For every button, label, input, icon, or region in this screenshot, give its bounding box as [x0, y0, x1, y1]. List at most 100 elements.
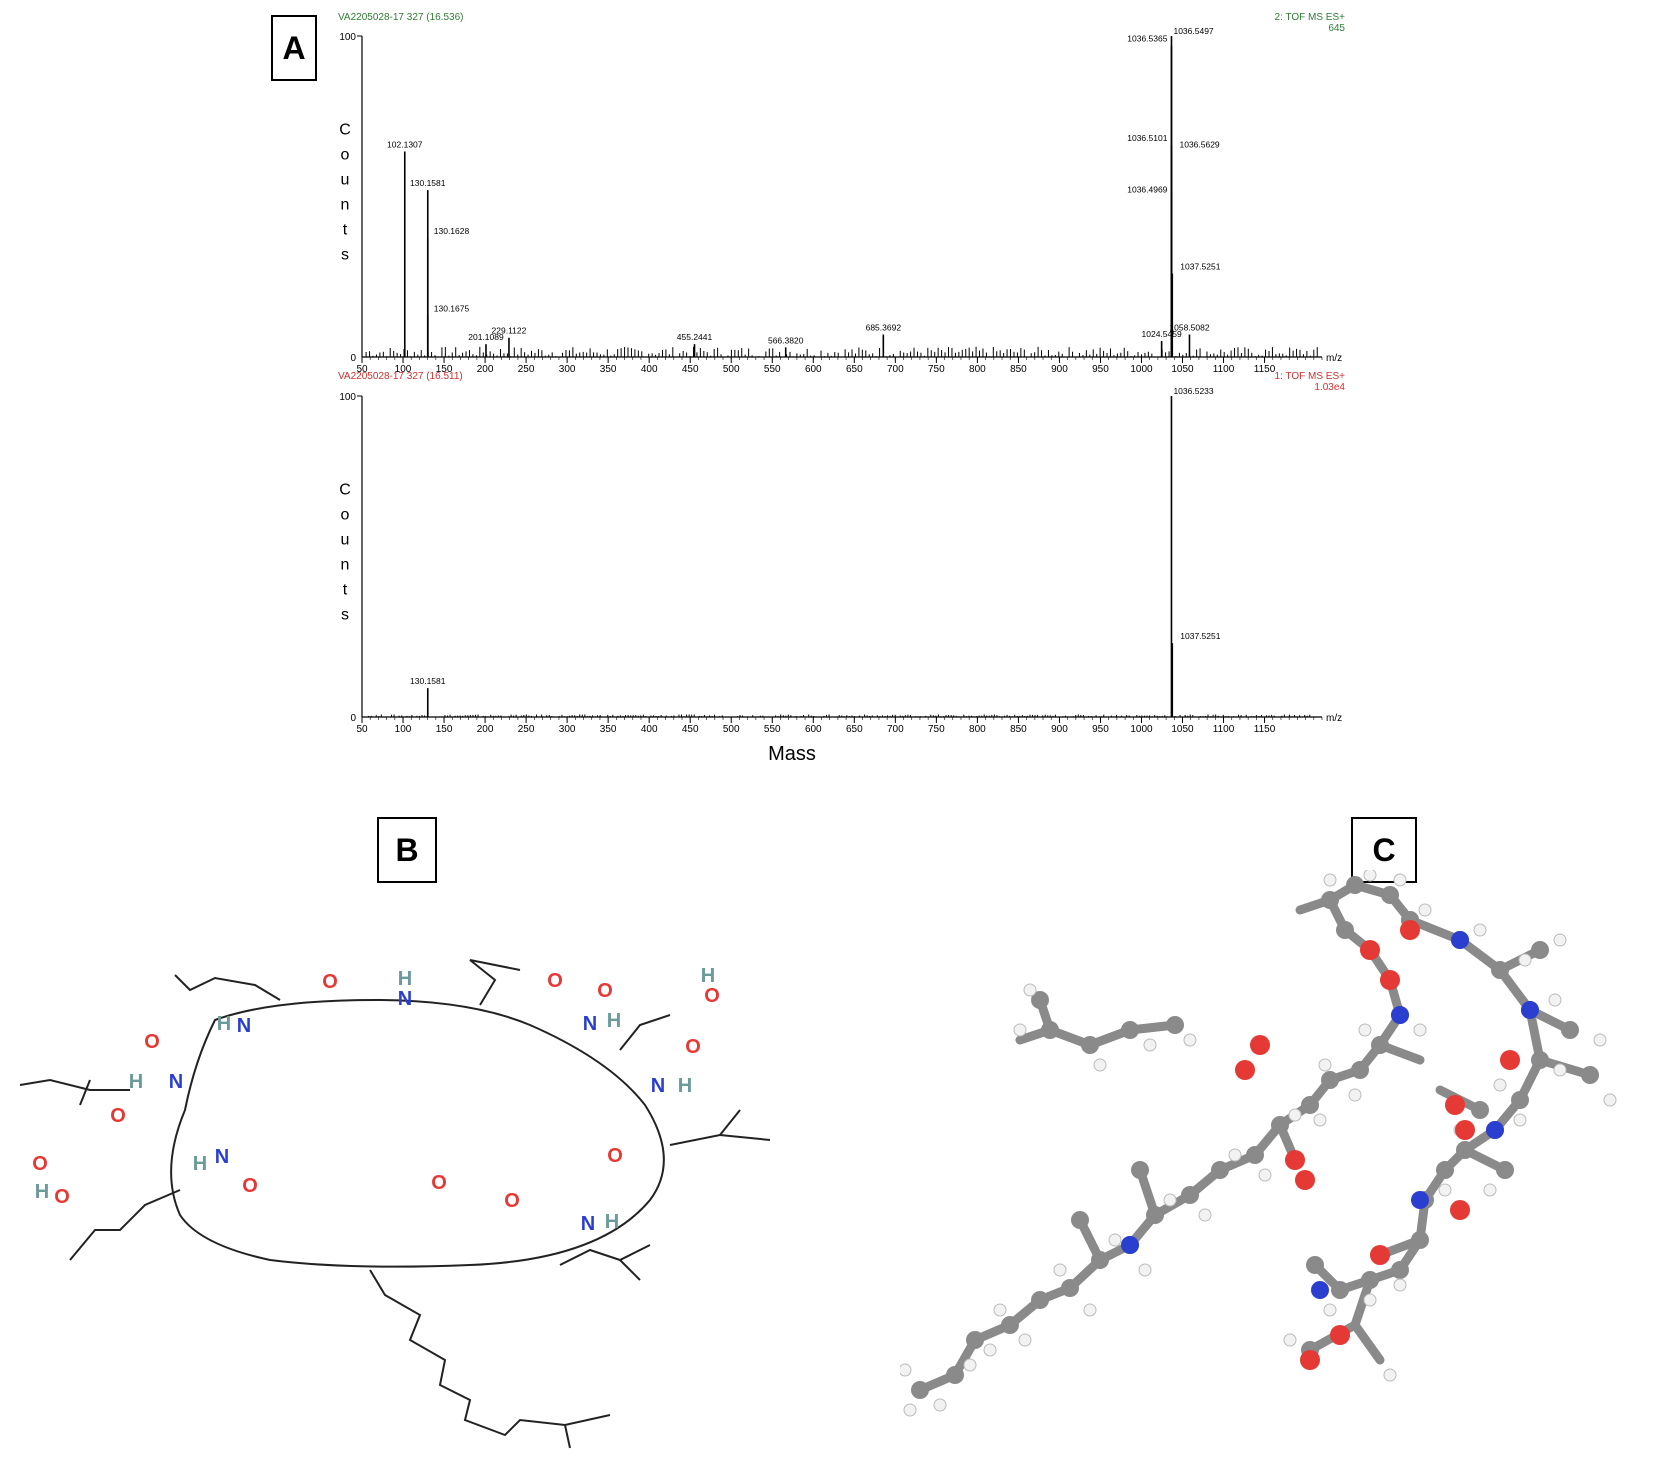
- x-tick-label: 350: [600, 724, 617, 735]
- hydrogen-atom: [1553, 1063, 1567, 1077]
- x-tick-label: 50: [356, 364, 368, 375]
- carbon-atom: [1346, 876, 1364, 894]
- hydrogen-atom: [1083, 1303, 1097, 1317]
- carbon-atom: [1581, 1066, 1599, 1084]
- atom-label: O: [144, 1031, 160, 1053]
- x-tick-label: 850: [1010, 724, 1027, 735]
- structure-3d-model: [900, 870, 1617, 1417]
- x-tick-label: 50: [356, 724, 368, 735]
- oxygen-atom: [1380, 970, 1400, 990]
- peak-label: 130.1675: [434, 303, 470, 313]
- x-tick-label: 1050: [1171, 364, 1194, 375]
- carbon-atom: [1146, 1206, 1164, 1224]
- carbon-atom: [911, 1381, 929, 1399]
- y-axis-label-letter: n: [341, 557, 350, 574]
- x-tick-label: 1100: [1213, 364, 1235, 375]
- hydrogen-atom: [1363, 870, 1377, 882]
- hydrogen-atom: [1313, 1113, 1327, 1127]
- carbon-atom: [1301, 1096, 1319, 1114]
- hydrogen-atom: [1413, 1023, 1427, 1037]
- peak-label: 685.3692: [866, 323, 902, 333]
- y-axis-label-letter: C: [339, 122, 351, 139]
- carbon-atom: [1306, 1256, 1324, 1274]
- carbon-atom: [1081, 1036, 1099, 1054]
- y-axis-label-letter: u: [341, 532, 350, 549]
- x-tick-label: 1150: [1254, 724, 1276, 735]
- model-bond: [1350, 1320, 1385, 1365]
- hydrogen-atom: [1358, 1023, 1372, 1037]
- carbon-atom: [1531, 941, 1549, 959]
- carbon-atom: [1091, 1251, 1109, 1269]
- hydrogen-atom: [1288, 1108, 1302, 1122]
- hydrogen-atom: [1108, 1233, 1122, 1247]
- x-tick-label: 350: [600, 364, 617, 375]
- carbon-atom: [1561, 1021, 1579, 1039]
- oxygen-atom: [1330, 1325, 1350, 1345]
- nitrogen-atom: [1451, 931, 1469, 949]
- x-tick-label: 500: [723, 724, 740, 735]
- carbon-atom: [1411, 1231, 1429, 1249]
- hydrogen-atom: [1053, 1263, 1067, 1277]
- atom-label: O: [704, 985, 720, 1007]
- x-tick-label: 750: [928, 724, 945, 735]
- atom-label: O: [597, 980, 613, 1002]
- hydrogen-atom: [1228, 1148, 1242, 1162]
- atom-label: H: [678, 1075, 692, 1097]
- x-tick-label: 800: [969, 724, 986, 735]
- panel-label-c: C: [1351, 817, 1417, 883]
- carbon-atom: [1531, 1051, 1549, 1069]
- x-tick-label: 950: [1092, 724, 1109, 735]
- atom-label: H: [193, 1153, 207, 1175]
- x-axis-label: Mass: [768, 743, 816, 765]
- peak-label: 566.3820: [768, 335, 804, 345]
- hydrogen-atom: [900, 1363, 912, 1377]
- y-axis-label-letter: n: [341, 197, 350, 214]
- x-tick-label: 250: [518, 364, 535, 375]
- x-unit-label: m/z: [1326, 353, 1342, 364]
- x-tick-label: 650: [846, 724, 863, 735]
- atom-label: N: [583, 1013, 597, 1035]
- peak-label: 1037.5251: [1180, 262, 1220, 272]
- nitrogen-atom: [1391, 1006, 1409, 1024]
- spectrum-title: VA2205028-17 327 (16.536): [338, 12, 463, 23]
- hydrogen-atom: [1013, 1023, 1027, 1037]
- atom-label: O: [54, 1186, 70, 1208]
- y-axis-label-letter: s: [341, 247, 349, 264]
- hydrogen-atom: [1513, 1113, 1527, 1127]
- y-tick-label-max: 100: [339, 32, 356, 43]
- x-tick-label: 1050: [1171, 724, 1194, 735]
- hydrogen-atom: [1023, 983, 1037, 997]
- carbon-atom: [1061, 1279, 1079, 1297]
- side-chain-lower-left: [69, 1189, 181, 1261]
- hydrogen-atom: [1483, 1183, 1497, 1197]
- side-chain-right: [669, 1133, 771, 1146]
- peak-label: 455.2441: [677, 332, 713, 342]
- carbon-atom: [1331, 1281, 1349, 1299]
- hydrogen-atom: [1283, 1333, 1297, 1347]
- x-tick-label: 1000: [1130, 724, 1153, 735]
- hydrogen-atom: [1438, 1183, 1452, 1197]
- oxygen-atom: [1370, 1245, 1390, 1265]
- x-tick-label: 900: [1051, 724, 1068, 735]
- nitrogen-atom: [1121, 1236, 1139, 1254]
- carbon-atom: [1321, 1071, 1339, 1089]
- hydrogen-atom: [1318, 1058, 1332, 1072]
- atom-label: N: [581, 1213, 595, 1235]
- hydrogen-atom: [1163, 1193, 1177, 1207]
- atom-label: H: [129, 1071, 143, 1093]
- panel-label-a: A: [271, 15, 317, 81]
- peak-label: 1036.5365: [1127, 34, 1167, 44]
- carbon-atom: [1336, 921, 1354, 939]
- side-chain-lower-right-branch: [619, 1259, 641, 1281]
- hydrogen-atom: [1593, 1033, 1607, 1047]
- x-tick-label: 200: [477, 364, 494, 375]
- side-chain-right-branch: [719, 1109, 741, 1136]
- hydrogen-atom: [1418, 903, 1432, 917]
- y-tick-label-max: 100: [339, 392, 356, 403]
- carbon-atom: [1496, 1161, 1514, 1179]
- carbon-atom: [1131, 1161, 1149, 1179]
- carbon-atom: [1456, 1141, 1474, 1159]
- carbon-atom: [1381, 886, 1399, 904]
- carbon-atom: [1361, 1271, 1379, 1289]
- atom-label: O: [110, 1105, 126, 1127]
